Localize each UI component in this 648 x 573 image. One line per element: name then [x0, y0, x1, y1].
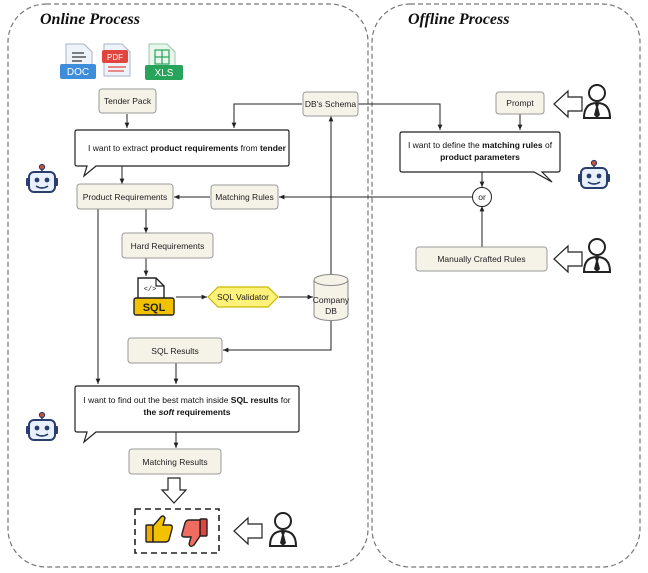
company-db-label-line1: Company [313, 295, 350, 305]
prompt-node: Prompt [495, 91, 545, 115]
or-node: or [472, 187, 492, 207]
bubble-define-text-2: matching rules [482, 140, 543, 150]
pdf-label: PDF [107, 53, 123, 62]
prompt-label: Prompt [506, 98, 534, 108]
bubble-find-match: I want to find out the best match inside… [74, 385, 300, 444]
connectors [95, 103, 523, 448]
bubble-find-text-4: the [144, 407, 159, 417]
matching-results-label: Matching Results [142, 457, 207, 467]
or-label: or [478, 192, 486, 202]
db-schema-label: DB's Schema [305, 99, 356, 109]
pdf-file-icon: PDF [102, 43, 131, 77]
bubble-find-text-6: requirements [174, 407, 230, 417]
bubble-define-rules: I want to define the matching rules of p… [399, 131, 561, 183]
sql-badge-label: SQL [143, 302, 166, 314]
hard-requirements-label: Hard Requirements [131, 241, 205, 251]
bubble-define-text-1: I want to define the [408, 140, 482, 150]
sql-validator-node: SQL Validator [207, 286, 279, 308]
svg-text:I want to define the matching: I want to define the matching rules of [408, 140, 553, 150]
bubble-find-text-2: SQL results [231, 395, 279, 405]
matching-results-node: Matching Results [128, 448, 222, 475]
robot-icon [25, 163, 59, 193]
svg-text:I want to find out the best ma: I want to find out the best match inside… [83, 395, 290, 405]
product-requirements-label: Product Requirements [83, 192, 168, 202]
xls-file-icon: XLS [145, 43, 183, 80]
hard-requirements-node: Hard Requirements [121, 232, 214, 259]
user-icon [583, 84, 611, 119]
offline-title: Offline Process [408, 11, 509, 28]
company-db-label-line2: DB [325, 306, 337, 316]
bubble-extract-text-2: product requirements [150, 143, 238, 153]
bubble-define-text-3: of [543, 140, 553, 150]
user-icon [269, 512, 297, 547]
left-hollow-arrow-prompt [553, 89, 583, 119]
bubble-define-text-4: product parameters [440, 152, 520, 162]
matching-rules-node: Matching Rules [210, 184, 279, 210]
robot-icon [25, 411, 59, 441]
xls-label: XLS [155, 68, 174, 79]
product-requirements-node: Product Requirements [76, 183, 174, 210]
manually-crafted-rules-label: Manually Crafted Rules [437, 254, 525, 264]
sql-results-node: SQL Results [127, 337, 223, 364]
bubble-extract-text-1: I want to extract [88, 143, 150, 153]
sql-validator-label: SQL Validator [217, 292, 269, 302]
bubble-extract-text-4: tender [260, 143, 287, 153]
bubble-extract-requirements: I want to extract product requirements f… [74, 129, 290, 178]
bubble-find-text-1: I want to find out the best match inside [83, 395, 230, 405]
doc-label: DOC [67, 67, 89, 78]
svg-text:</>: </> [144, 286, 157, 294]
manually-crafted-rules-node: Manually Crafted Rules [415, 246, 548, 272]
robot-icon [577, 159, 611, 189]
sql-results-label: SQL Results [151, 346, 198, 356]
bubble-find-text-5: soft [159, 407, 176, 417]
offline-panel [371, 3, 641, 568]
matching-rules-label: Matching Rules [215, 192, 274, 202]
left-hollow-arrow-rules [553, 244, 583, 274]
db-schema-node: DB's Schema [302, 91, 359, 117]
online-panel [7, 3, 369, 568]
tender-pack-node: Tender Pack [98, 88, 157, 114]
tender-pack-label: Tender Pack [104, 96, 152, 106]
bubble-find-text-3: for [278, 395, 290, 405]
thumbs-up-icon [145, 515, 173, 543]
svg-text:the soft requirements: the soft requirements [144, 407, 231, 417]
svg-text:I want to extract product requ: I want to extract product requirements f… [88, 143, 287, 153]
online-title: Online Process [40, 11, 140, 28]
company-db-node: Company DB [313, 274, 350, 321]
bubble-extract-text-3: from [238, 143, 260, 153]
left-hollow-arrow-feedback [233, 516, 263, 546]
user-icon [583, 238, 611, 273]
thumbs-down-icon [181, 518, 208, 547]
doc-file-icon: DOC [60, 43, 96, 79]
sql-file-icon: </> SQL [133, 277, 175, 316]
down-hollow-arrow [160, 477, 188, 504]
